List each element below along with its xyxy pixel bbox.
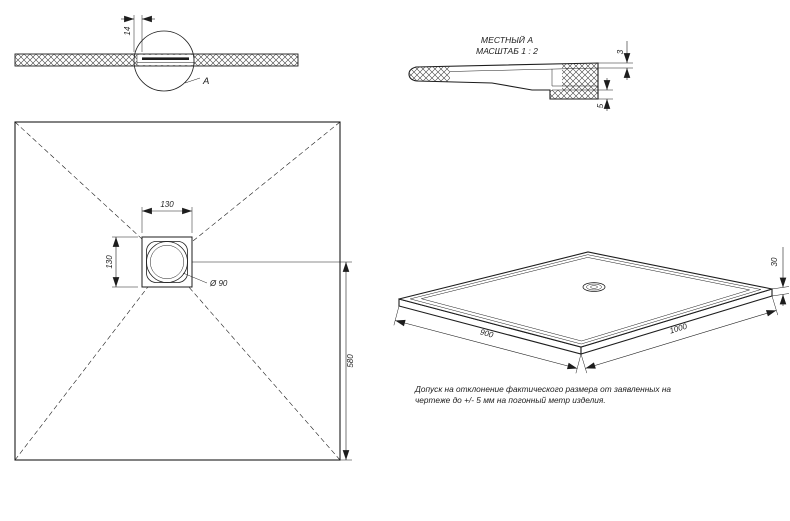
dim-900-line [395,319,578,370]
dim-diameter-90: Ø 90 [182,272,228,288]
dim-30: 30 [770,247,790,306]
detail-circle-A [133,30,195,92]
dim-14: 14 [121,15,155,52]
isometric-view: 900 1000 30 [393,247,790,374]
dim-1000-extension-lines [580,295,779,374]
iso-drain-center [590,285,598,289]
dim-diameter-text: Ø 90 [209,279,228,288]
dim-900-text: 900 [479,328,495,340]
tolerance-note-line2: чертеже до +/- 5 мм на погонный метр изд… [415,395,606,405]
dim-5: 5 [596,78,613,111]
dim-3: 3 [598,41,633,80]
detail-view: МЕСТНЫЙ А МАСШТАБ 1 : 2 3 5 [408,34,633,111]
dim-580: 580 [192,261,355,461]
dim-900: 900 [393,305,582,374]
dim-3-extension-lines [598,62,633,69]
dim-14-text: 14 [123,26,132,35]
iso-drain-mid [586,283,602,291]
detail-hatch-left [409,66,450,82]
dim-130-top-text: 130 [160,200,174,209]
plan-view: 130 130 Ø 90 580 [14,121,355,461]
drain-circle-outer [146,241,188,283]
dim-5-text: 5 [596,103,605,108]
dim-900-extension-lines [393,305,582,374]
plan-diagonal-br [166,261,341,461]
dim-130-top: 130 [141,200,193,233]
detail-view-scale: МАСШТАБ 1 : 2 [476,46,538,56]
drain-plan [141,236,193,288]
tolerance-note: Допуск на отклонение фактического размер… [414,384,671,405]
drain-circle-inner [149,244,185,280]
dim-30-text: 30 [770,257,779,266]
dim-3-text: 3 [616,49,625,54]
drain-cover-section [142,57,189,60]
iso-drain-outer [582,282,606,292]
detail-leader-line [184,77,201,84]
section-view: A 14 [14,15,299,92]
dim-1000-line [585,310,777,369]
diameter-leader-line [182,272,208,284]
plan-diagonal-tr [166,121,341,263]
dim-5-extension-lines [598,89,613,100]
plan-outline [14,121,341,461]
detail-callout-label: A [202,76,209,87]
iso-top-face [398,251,773,348]
dim-130-left-text: 130 [105,255,114,269]
plan-diagonal-bl [14,261,168,461]
tolerance-note-line1: Допуск на отклонение фактического размер… [414,384,671,394]
dim-580-text: 580 [346,354,355,368]
detail-interior-lines [449,67,599,91]
detail-view-title: МЕСТНЫЙ А [481,34,533,45]
dim-30-extension-lines [771,286,790,297]
dim-130-left: 130 [105,236,138,288]
